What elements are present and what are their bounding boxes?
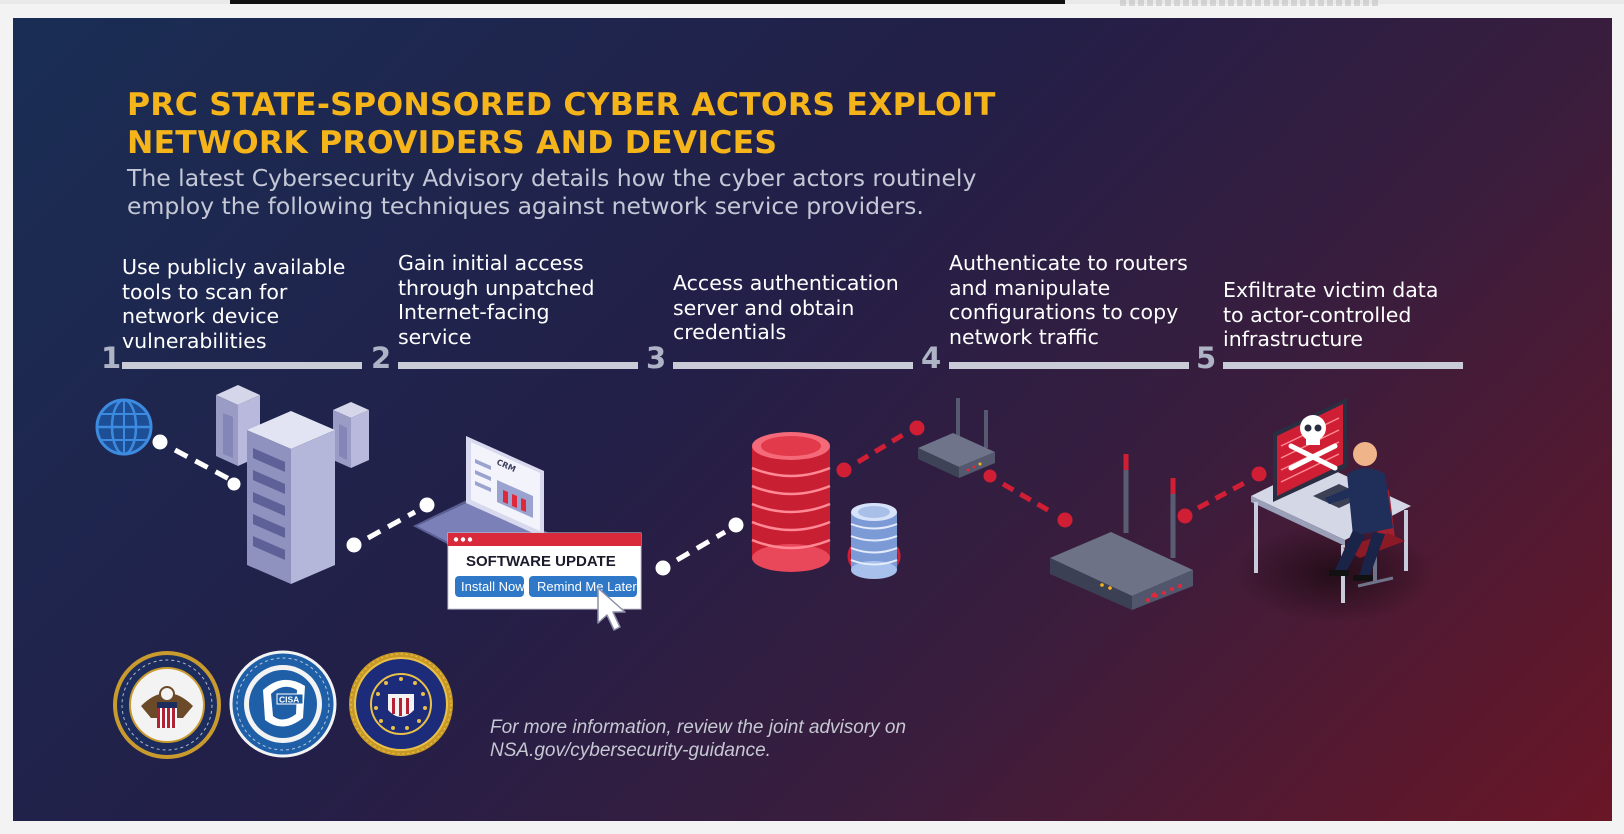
step-2-text: Gain initial access through unpatched In… — [398, 251, 595, 349]
hacker-workstation-icon — [1235, 398, 1435, 623]
step-4-bar — [949, 362, 1189, 369]
infographic-panel: PRC STATE-SPONSORED CYBER ACTORS EXPLOIT… — [13, 18, 1612, 821]
red-dotted-path — [836, 420, 1267, 528]
install-now-label: Install Now — [461, 579, 525, 594]
database-blue-icon — [847, 503, 901, 579]
step-3-number: 3 — [646, 341, 667, 375]
router-large-icon — [1050, 454, 1193, 610]
top-bar — [0, 0, 1624, 4]
step-2-number: 2 — [371, 341, 392, 375]
nsa-seal-icon — [113, 651, 221, 759]
step-5-text: Exfiltrate victim data to actor-controll… — [1223, 278, 1439, 351]
top-bar-caption — [1120, 0, 1380, 6]
install-now-button[interactable]: Install Now — [455, 576, 525, 597]
path-node — [655, 560, 671, 576]
path-node — [909, 420, 925, 436]
router-small-icon — [918, 398, 995, 478]
path-node — [227, 477, 241, 491]
diagram-scene: CRM SOFTWARE UPDATE Install — [95, 385, 1435, 759]
step-5-number: 5 — [1196, 341, 1217, 375]
path-node — [152, 434, 168, 450]
infographic-title: PRC STATE-SPONSORED CYBER ACTORS EXPLOIT… — [127, 87, 996, 161]
path-node — [728, 517, 744, 533]
infographic-subtitle: The latest Cybersecurity Advisory detail… — [127, 164, 977, 220]
info-text: For more information, review the joint a… — [490, 717, 907, 761]
cisa-seal-icon: CISA — [229, 650, 337, 758]
remind-me-later-button[interactable]: Remind Me Later — [529, 576, 637, 597]
step-1-number: 1 — [101, 341, 122, 375]
fbi-seal-icon — [349, 652, 453, 756]
path-node — [419, 497, 435, 513]
skull-icon — [1288, 415, 1338, 471]
step-4-number: 4 — [921, 341, 942, 375]
step-4-text: Authenticate to routers and manipulate c… — [949, 251, 1188, 349]
step-2-bar — [398, 362, 638, 369]
path-node — [1177, 508, 1193, 524]
step-5-bar — [1223, 362, 1463, 369]
remind-me-later-label: Remind Me Later — [537, 579, 637, 594]
path-node — [983, 469, 997, 483]
cisa-badge-text: CISA — [279, 695, 299, 705]
globe-icon — [95, 398, 153, 456]
step-3-text: Access authentication server and obtain … — [673, 271, 899, 344]
step-1-bar — [122, 362, 362, 369]
path-node — [836, 462, 852, 478]
server-tower-icon — [216, 385, 369, 584]
path-node — [1251, 466, 1267, 482]
path-node — [1057, 512, 1073, 528]
popup-title: SOFTWARE UPDATE — [466, 553, 616, 570]
cursor-icon — [597, 587, 626, 631]
path-node — [346, 537, 362, 553]
software-update-popup: SOFTWARE UPDATE Install Now Remind Me La… — [447, 532, 642, 610]
white-dotted-path — [152, 434, 744, 576]
step-1-text: Use publicly available tools to scan for… — [122, 255, 346, 353]
database-red-icon — [751, 432, 831, 572]
step-3-bar — [673, 362, 913, 369]
